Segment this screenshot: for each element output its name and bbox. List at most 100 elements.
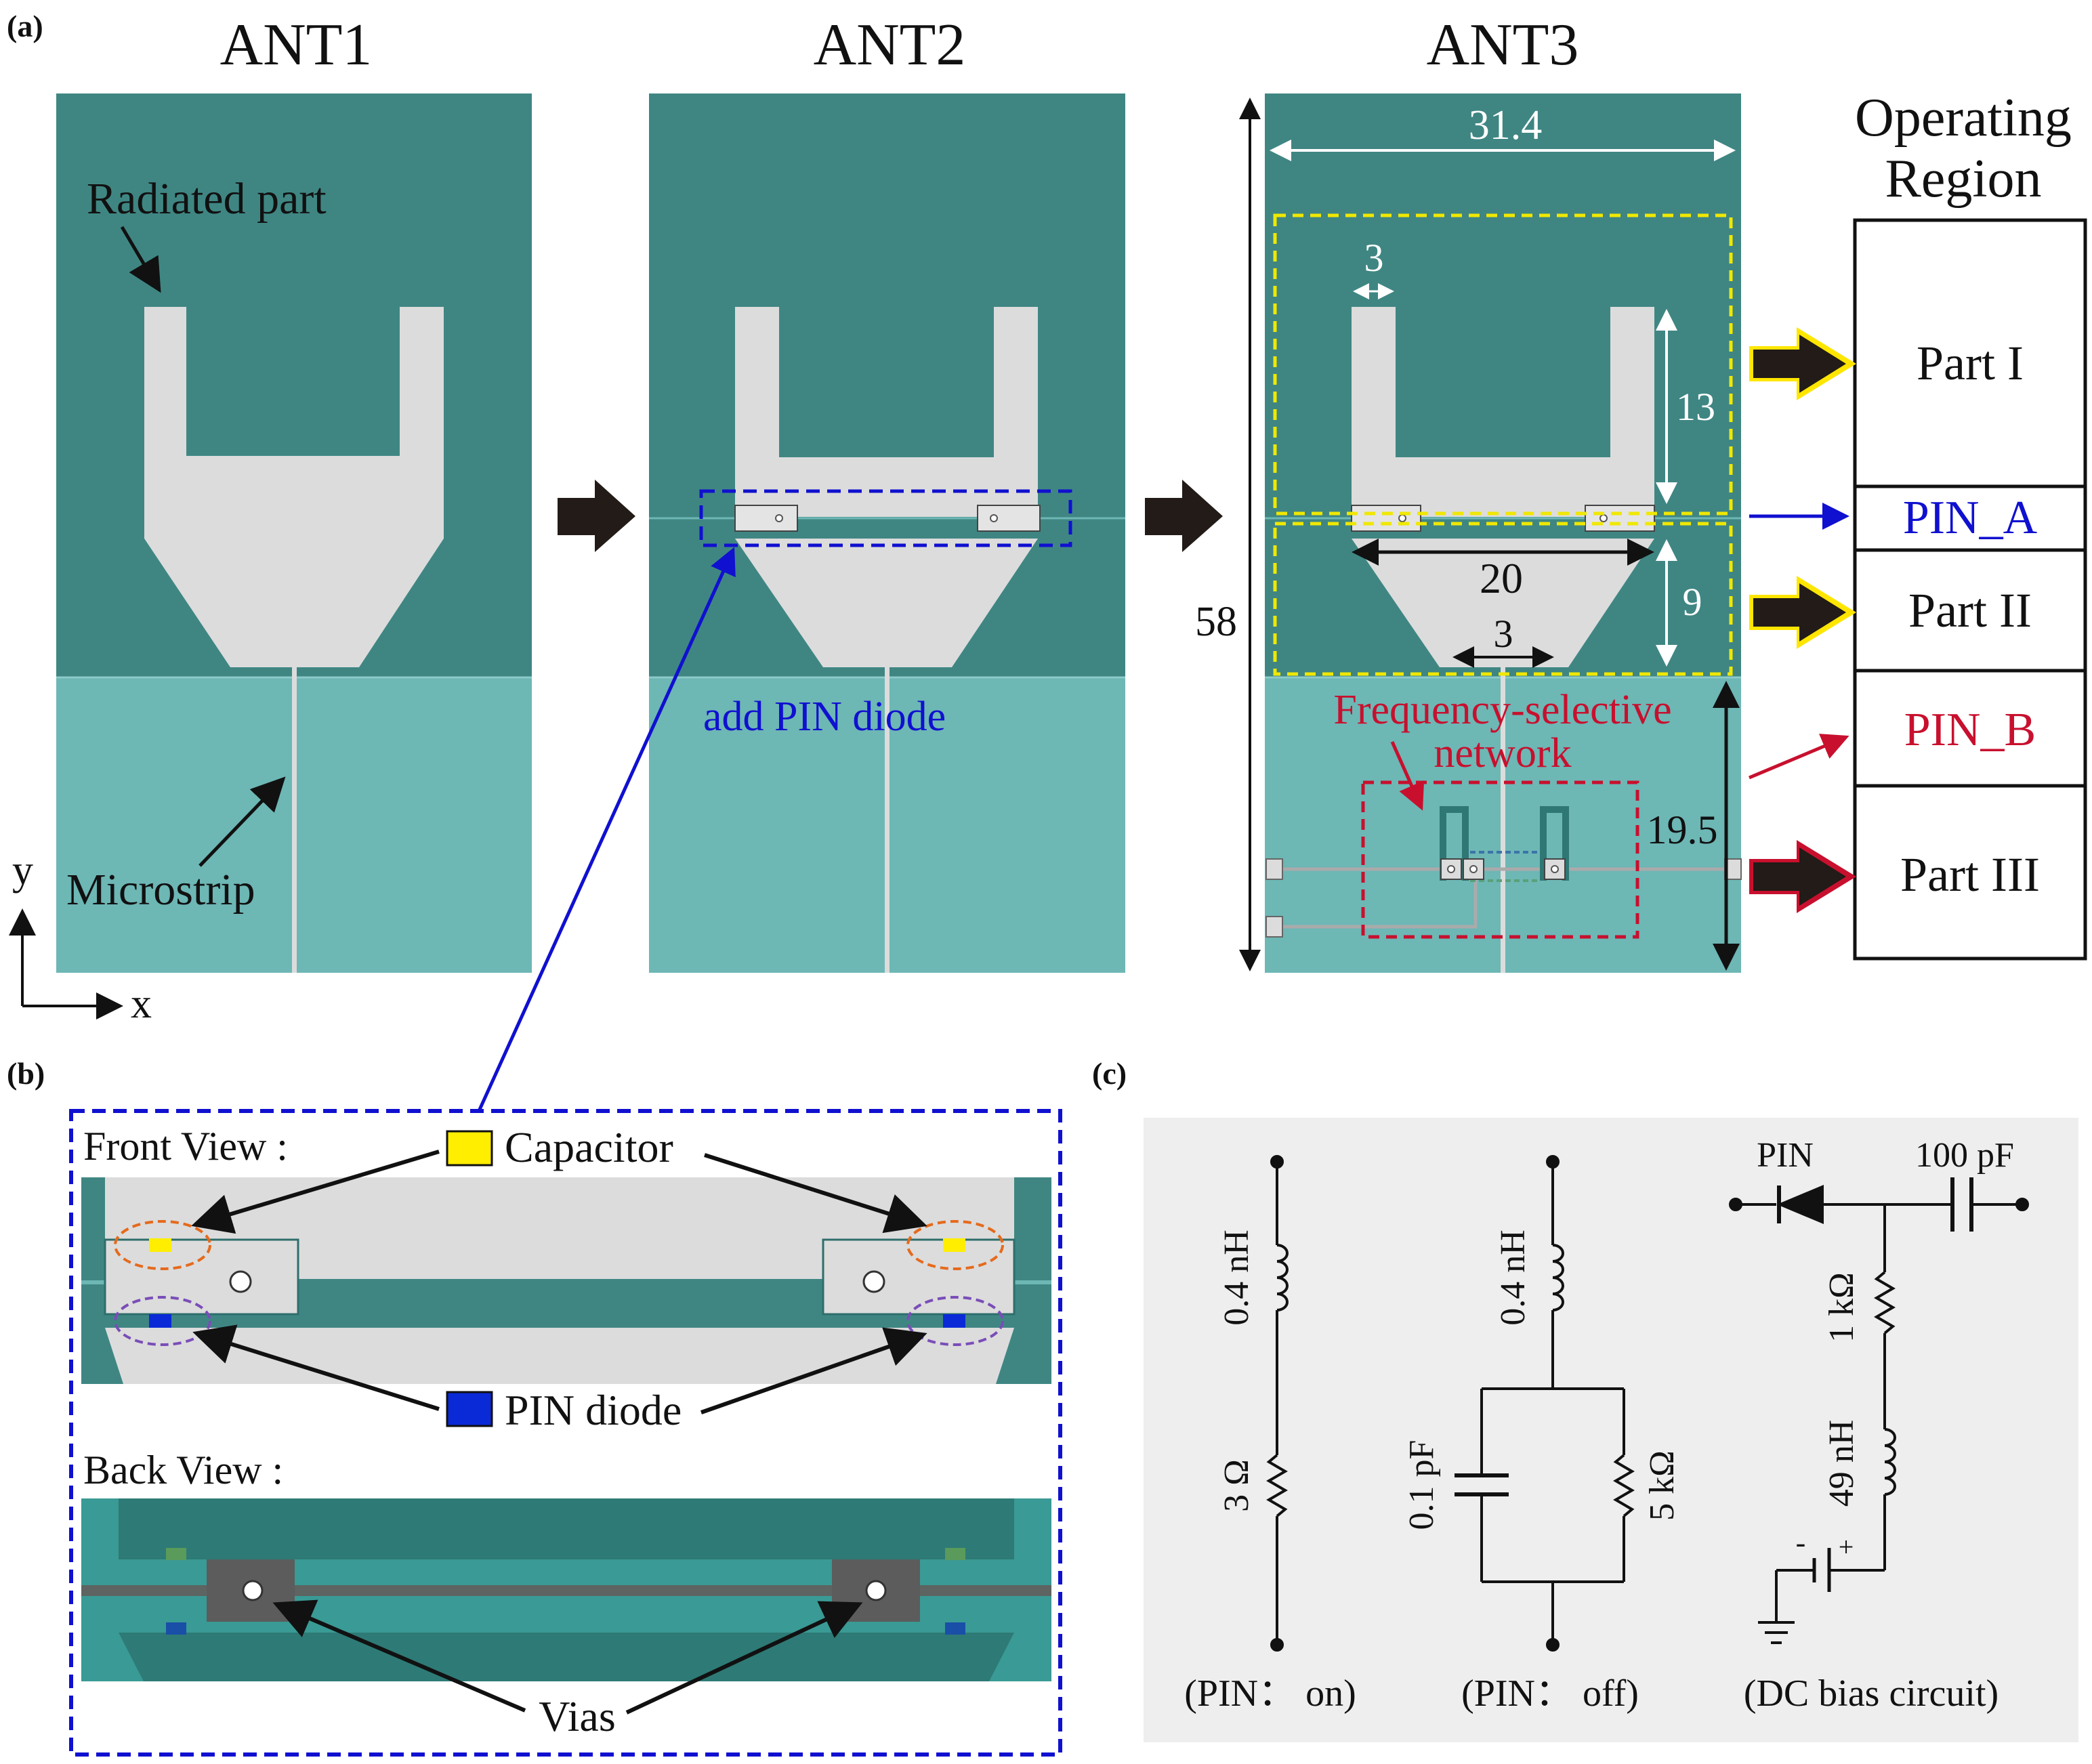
microstrip-label: Microstrip [66, 865, 255, 915]
capacitor-right-highlight [906, 1220, 1004, 1270]
dim-bar-width-value: 20 [1480, 554, 1523, 602]
pin-diode-legend-swatch [446, 1391, 493, 1427]
ant2-pin-highlight-box [699, 489, 1072, 547]
region-part2: Part II [1908, 583, 2032, 637]
part2-arrow [1753, 583, 1846, 642]
capacitor-legend-swatch [446, 1130, 493, 1167]
ant2-via-left [775, 514, 783, 522]
back-view-graphic [81, 1498, 1051, 1681]
y-axis-label: y [12, 847, 33, 894]
region-pin-a: PIN_A [1903, 492, 2038, 544]
ant2-title: ANT2 [814, 12, 966, 78]
pin-on-terminal-bottom [1270, 1638, 1284, 1652]
radiated-part-arrow [120, 226, 161, 293]
fsn-lower-feed-line [1275, 869, 1478, 929]
bias-inductor-label: 49 nH [1822, 1420, 1861, 1507]
dim-arm-height-value: 13 [1676, 385, 1715, 429]
ant3-microstrip-line [1501, 667, 1505, 973]
ant1-radiating-patch [144, 307, 444, 667]
microstrip-arrow [198, 776, 286, 867]
fsn-via-1 [1447, 865, 1455, 873]
zoom-connector-line [477, 547, 736, 1112]
dim-width-value: 31.4 [1469, 102, 1543, 148]
back-view-via-right [865, 1580, 887, 1601]
bias-resistor-label: 1 kΩ [1822, 1272, 1861, 1343]
pin-off-circuit [1455, 1155, 1635, 1652]
fsn-right-loop [1540, 806, 1569, 881]
region-table-frame [1853, 218, 2087, 961]
capacitor-right [943, 1238, 965, 1252]
back-view-label: Back View : [83, 1448, 283, 1492]
dim-ground-height-value: 19.5 [1647, 807, 1718, 852]
capacitor-left-highlight [114, 1220, 211, 1270]
coordinate-axes [8, 908, 123, 1020]
fsn-port-left-bottom [1265, 916, 1283, 938]
pin-off-resistor [1613, 1454, 1635, 1517]
back-view-cap-mark-left [166, 1548, 186, 1560]
part1-region-box [1273, 213, 1733, 516]
pin-on-inductor-label: 0.4 nH [1217, 1230, 1256, 1326]
pin-diode-arrow-right [700, 1327, 927, 1414]
ant2-via-right [990, 514, 998, 522]
vias-arrow-left [272, 1599, 526, 1713]
dim-arm-width-value: 3 [1364, 236, 1384, 280]
fsn-port-left-top [1265, 858, 1283, 880]
ant2-microstrip-line [885, 667, 890, 973]
vias-label: Vias [539, 1692, 615, 1740]
bias-pin-label: PIN [1757, 1136, 1814, 1175]
add-pin-diode-label: add PIN diode [703, 694, 946, 740]
circuit-panel-background [1144, 1118, 2078, 1742]
back-view-via-left [242, 1580, 264, 1601]
bias-battery-plus: + [1839, 1532, 1854, 1562]
ant3-upper-patch [1352, 307, 1654, 517]
x-axis-label: x [131, 981, 152, 1027]
back-view-pin-mark-left [166, 1622, 186, 1635]
pin-diode-right [943, 1314, 965, 1328]
back-view-ground-upper [119, 1498, 1014, 1559]
dim-feed-width-value: 3 [1494, 612, 1513, 656]
operating-region-title-2: Region [1885, 149, 2041, 209]
panel-label-b: (b) [7, 1056, 45, 1091]
ant1-antenna [56, 93, 532, 973]
back-view-pin-mark-right [945, 1622, 965, 1635]
ant1-microstrip-line [292, 667, 297, 973]
vias-arrow-right [625, 1601, 863, 1715]
capacitor-arrow-left [191, 1150, 440, 1234]
dc-bias-circuit [1729, 1177, 2029, 1644]
radiated-part-label: Radiated part [87, 174, 327, 224]
ant2-upper-patch [735, 307, 1038, 517]
pin-on-inductor [1276, 1244, 1289, 1311]
pin-off-caption: (PIN： off) [1461, 1673, 1639, 1715]
pin-off-terminal-bottom [1546, 1638, 1560, 1652]
bias-resistor [1874, 1271, 1896, 1335]
ant1-title: ANT1 [220, 12, 373, 78]
ant1-to-ant2-arrow [558, 480, 635, 552]
fsn-highlight-box [1361, 780, 1639, 939]
panel-label-a: (a) [7, 9, 43, 43]
ant3-via-right [1599, 514, 1608, 522]
front-view-lower-patch [105, 1328, 1014, 1384]
dim-taper-height-value: 9 [1683, 580, 1702, 624]
front-view-label: Front View : [83, 1124, 288, 1169]
capacitor-left [149, 1238, 171, 1252]
fsn-label-line1: Frequency-selective [1333, 687, 1671, 733]
ant3-title: ANT3 [1427, 12, 1579, 78]
capacitor-arrow-right [704, 1153, 927, 1234]
bias-capacitor-label: 100 pF [1915, 1136, 2014, 1175]
pin-off-inductor [1552, 1244, 1564, 1311]
pin-diode-arrow-left [192, 1324, 440, 1411]
bias-battery-minus: - [1796, 1526, 1806, 1559]
ant3-pad-right [1585, 505, 1655, 532]
pin-off-inductor-label: 0.4 nH [1494, 1230, 1532, 1326]
ant3-antenna [1265, 93, 1742, 973]
fsn-via-3 [1551, 865, 1559, 873]
pin-diode-right-highlight [906, 1296, 1004, 1346]
pin-on-resistor-label: 3 Ω [1217, 1459, 1256, 1512]
dim-height-value: 58 [1195, 599, 1237, 645]
pin-on-resistor [1266, 1454, 1288, 1517]
ant3-lower-patch [1352, 539, 1654, 667]
part3-arrow [1753, 847, 1846, 906]
ant2-antenna [649, 93, 1125, 973]
region-part3: Part III [1900, 847, 2040, 902]
